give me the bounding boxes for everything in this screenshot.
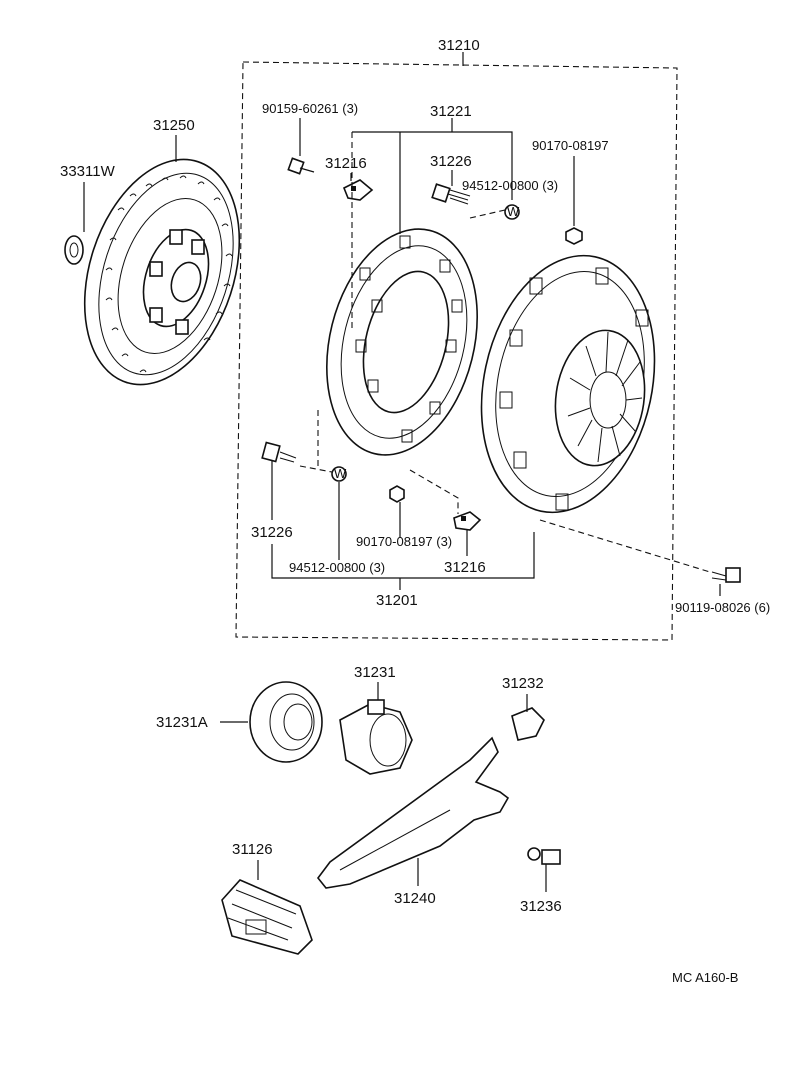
label-90119-08026: 90119-08026 (6) bbox=[675, 600, 770, 615]
washer-path-bottom bbox=[299, 465, 333, 473]
bolt-90119 bbox=[711, 567, 741, 583]
label-94512-00800-top: 94512-00800 (3) bbox=[462, 178, 558, 193]
label-33311w: 33311W bbox=[60, 163, 116, 180]
nut-90170-bottom bbox=[389, 485, 405, 503]
label-90170-08197-bottom: 90170-08197 (3) bbox=[356, 534, 452, 549]
bearing-hub-31231 bbox=[339, 699, 413, 775]
retainer-31216-bottom bbox=[453, 511, 482, 531]
release-fork-31240 bbox=[316, 736, 510, 889]
bolt-31226-bottom bbox=[261, 441, 297, 463]
label-31226-top: 31226 bbox=[430, 153, 472, 170]
pressure-plate bbox=[326, 228, 478, 456]
label-31231: 31231 bbox=[354, 664, 396, 681]
label-31232: 31232 bbox=[502, 675, 544, 692]
dash-90119 bbox=[539, 519, 711, 573]
diagram-code: MC A160-B bbox=[672, 970, 738, 985]
washer-mark-top: W bbox=[507, 204, 520, 219]
label-31126: 31126 bbox=[232, 841, 273, 858]
washer-94512-top: W bbox=[504, 204, 520, 220]
washer-mark-bottom: W bbox=[334, 466, 347, 481]
label-31216-bottom: 31216 bbox=[444, 559, 486, 576]
assembly-31210-boundary bbox=[235, 61, 678, 641]
label-31221: 31221 bbox=[430, 103, 472, 120]
nut-90170-top bbox=[565, 227, 583, 245]
ball-stud-31236 bbox=[527, 847, 561, 865]
bolt-31226-top bbox=[431, 183, 471, 205]
washer-94512-bottom: W bbox=[331, 466, 347, 482]
pilot-bearing bbox=[64, 235, 84, 265]
label-31201: 31201 bbox=[376, 592, 418, 609]
release-bearing-31231a bbox=[249, 681, 323, 763]
label-31240: 31240 bbox=[394, 890, 436, 907]
label-31216-top: 31216 bbox=[325, 155, 367, 172]
boot-31126 bbox=[221, 879, 313, 955]
retainer-31216-top bbox=[342, 179, 374, 201]
label-31231a: 31231A bbox=[156, 714, 208, 731]
label-90170-08197-top: 90170-08197 bbox=[532, 138, 609, 153]
label-31250: 31250 bbox=[153, 117, 195, 134]
label-31210: 31210 bbox=[438, 37, 480, 54]
bracket-31201 bbox=[271, 532, 535, 579]
clutch-disc bbox=[83, 158, 241, 386]
label-31236: 31236 bbox=[520, 898, 562, 915]
bolt-90159 bbox=[287, 157, 315, 175]
dash-retainer-bottom bbox=[409, 469, 459, 514]
clip-31232 bbox=[511, 707, 545, 741]
bracket-31221 bbox=[352, 131, 513, 200]
label-94512-00800-bottom: 94512-00800 (3) bbox=[289, 560, 385, 575]
clutch-cover bbox=[480, 254, 656, 514]
label-90159-60261: 90159-60261 (3) bbox=[262, 101, 358, 116]
washer-path-top bbox=[469, 209, 506, 219]
label-31226-bottom: 31226 bbox=[251, 524, 293, 541]
